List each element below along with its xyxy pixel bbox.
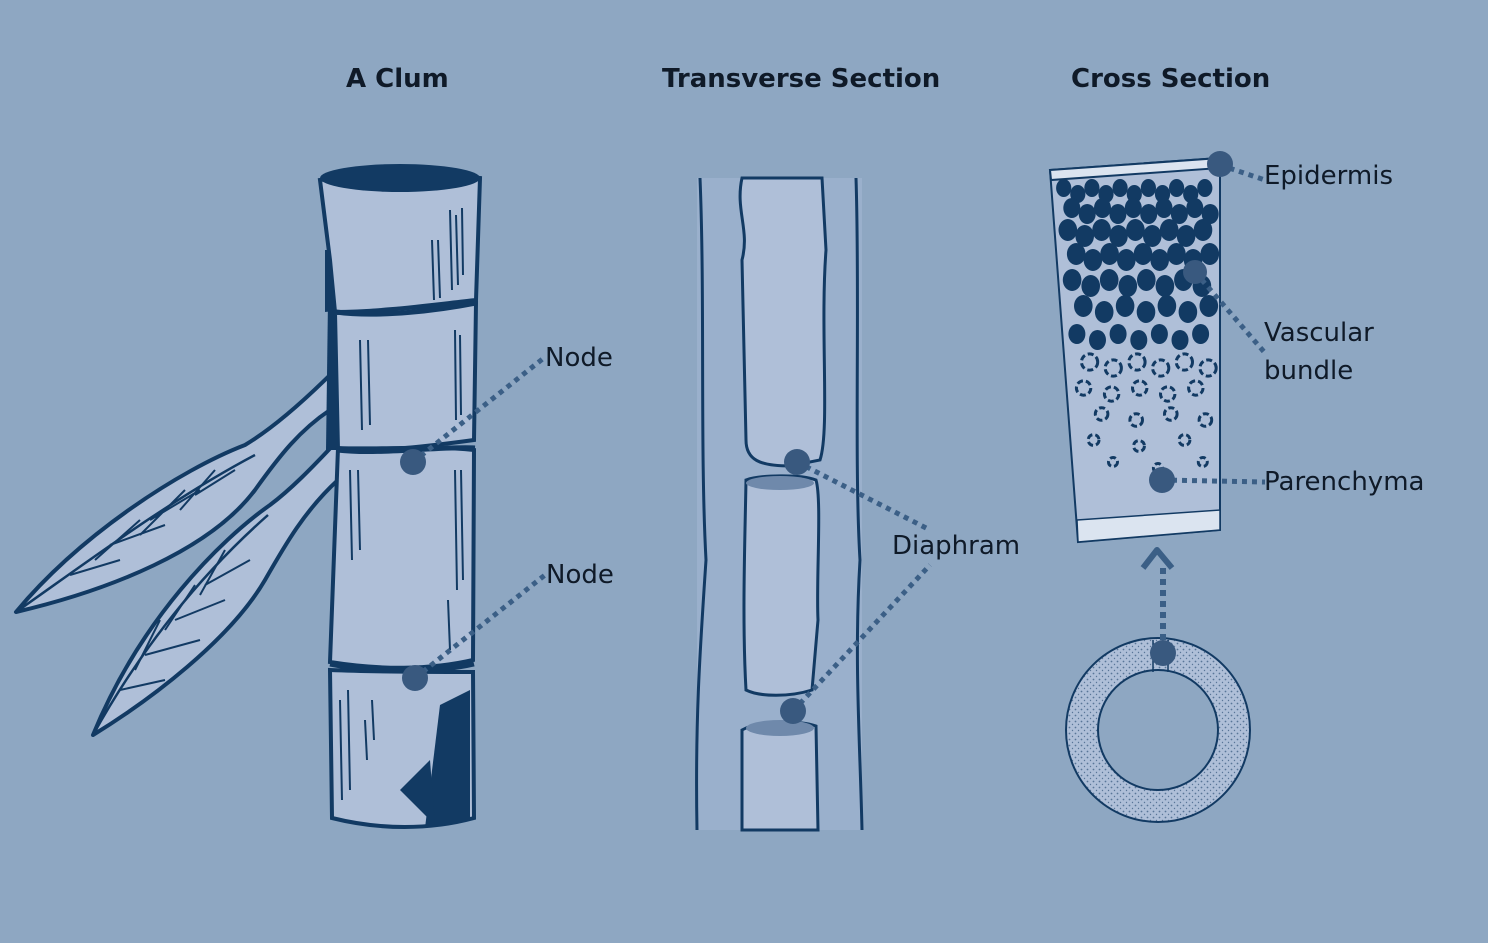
vascular-bundle-mark <box>1127 352 1147 372</box>
vascular-bundles <box>1056 179 1220 474</box>
vascular-bundle-mark <box>1196 456 1209 468</box>
vascular-bundle-mark <box>1074 379 1093 397</box>
vascular-bundle-mark <box>1086 433 1101 447</box>
vascular-bundle-mark <box>1115 295 1135 317</box>
vascular-bundle-mark <box>1128 412 1144 428</box>
vascular-bundle-mark <box>1094 198 1111 218</box>
clum-node-leaders <box>400 355 547 691</box>
vascular-bundle-mark <box>1201 204 1219 224</box>
vascular-bundle-mark <box>1140 179 1156 197</box>
vascular-bundle-mark <box>1103 358 1123 378</box>
vascular-bundle-mark <box>1089 330 1106 350</box>
vascular-bundle-mark <box>1109 225 1128 247</box>
vascular-bundle-mark <box>1192 324 1210 344</box>
vascular-bundle-mark <box>1109 324 1127 344</box>
vascular-bundle-mark <box>1155 275 1175 297</box>
vascular-bundle-mark <box>1080 352 1100 372</box>
vascular-bundle-mark <box>1187 379 1205 397</box>
vascular-bundle-mark <box>1167 243 1186 265</box>
vascular-bundle-mark <box>1068 324 1086 344</box>
vascular-bundle-mark <box>1093 406 1110 422</box>
vascular-bundle-mark <box>1094 301 1114 323</box>
vascular-bundle-mark <box>1107 456 1119 468</box>
vascular-bundle-mark <box>1143 225 1162 247</box>
vascular-bundle-mark <box>1100 243 1119 265</box>
vascular-bundle-mark <box>1170 204 1188 224</box>
vascular-bundle-label: Vascular bundle <box>1264 314 1374 390</box>
vascular-bundle-mark <box>1102 385 1121 403</box>
vascular-bundle-mark <box>1198 358 1218 378</box>
vascular-bundle-mark <box>1178 301 1198 323</box>
vascular-bundle-mark <box>1058 219 1078 241</box>
vascular-bundle-mark <box>1081 275 1100 297</box>
vascular-bundle-mark <box>1083 249 1103 271</box>
vascular-bundle-mark <box>1118 275 1138 297</box>
diaphram-leaders <box>780 449 932 724</box>
vascular-bundle-mark <box>1186 198 1204 218</box>
transverse-title: Transverse Section <box>662 64 941 94</box>
node-label-lower: Node <box>546 560 614 590</box>
vascular-bundle-mark <box>1099 269 1119 291</box>
vascular-bundle-mark <box>1131 379 1149 397</box>
clum-title: A Clum <box>346 64 449 94</box>
vascular-bundle-mark <box>1169 179 1185 197</box>
vascular-bundle-mark <box>1176 225 1196 247</box>
vascular-bundle-mark <box>1199 295 1219 317</box>
vascular-bundle-mark <box>1157 295 1177 317</box>
leaf-upper <box>14 368 337 614</box>
vascular-bundle-mark <box>1155 198 1173 218</box>
vascular-bundle-mark <box>1056 179 1072 197</box>
node-label-upper: Node <box>545 343 613 373</box>
vascular-bundle-mark <box>1075 225 1094 247</box>
vascular-bundle-mark <box>1140 204 1158 224</box>
vascular-bundle-mark <box>1171 330 1189 350</box>
vascular-bundle-mark <box>1136 301 1156 323</box>
vascular-bundle-mark <box>1092 219 1111 241</box>
vascular-bundle-mark <box>1159 385 1177 403</box>
vascular-bundle-mark <box>1130 330 1148 350</box>
vascular-bundle-mark <box>1159 219 1179 241</box>
stem-ring <box>1065 637 1251 823</box>
diaphram-label: Diaphram <box>892 531 1021 561</box>
clum-illustration <box>14 164 483 829</box>
vascular-bundle-mark <box>1150 324 1168 344</box>
leaf-lower <box>91 438 340 737</box>
vascular-bundle-mark <box>1150 249 1169 271</box>
vascular-label-line1: Vascular <box>1264 318 1374 348</box>
vascular-bundle-mark <box>1084 179 1100 197</box>
vascular-bundle-mark <box>1109 204 1127 224</box>
cross-section-leaders <box>1140 151 1267 666</box>
vascular-bundle-mark <box>1112 179 1128 197</box>
transverse-illustration <box>695 176 864 832</box>
vascular-bundle-mark <box>1163 406 1179 422</box>
vascular-bundle-mark <box>1193 219 1213 241</box>
vascular-bundle-mark <box>1126 185 1142 203</box>
vascular-bundle-mark <box>1078 204 1096 224</box>
vascular-bundle-mark <box>1197 179 1213 197</box>
vascular-bundle-mark <box>1137 269 1156 291</box>
vascular-bundle-mark <box>1124 198 1142 218</box>
vascular-bundle-mark <box>1200 243 1220 265</box>
vascular-bundle-mark <box>1063 198 1081 218</box>
vascular-bundle-mark <box>1126 219 1145 241</box>
cross-section-title: Cross Section <box>1071 64 1271 94</box>
vascular-bundle-mark <box>1062 269 1082 291</box>
vascular-bundle-mark <box>1174 352 1195 372</box>
vascular-bundle-mark <box>1151 358 1171 378</box>
vascular-bundle-mark <box>1117 249 1136 271</box>
vascular-bundle-mark <box>1177 433 1192 447</box>
epidermis-label: Epidermis <box>1264 161 1393 191</box>
vascular-bundle-mark <box>1197 412 1214 428</box>
vascular-bundle-mark <box>1066 243 1086 265</box>
cross-section-wedge <box>1048 156 1221 544</box>
vascular-bundle-mark <box>1132 439 1146 453</box>
vascular-bundle-mark <box>1133 243 1153 265</box>
vascular-bundle-mark <box>1074 295 1093 317</box>
parenchyma-label: Parenchyma <box>1264 467 1425 497</box>
vascular-label-line2: bundle <box>1264 356 1354 386</box>
